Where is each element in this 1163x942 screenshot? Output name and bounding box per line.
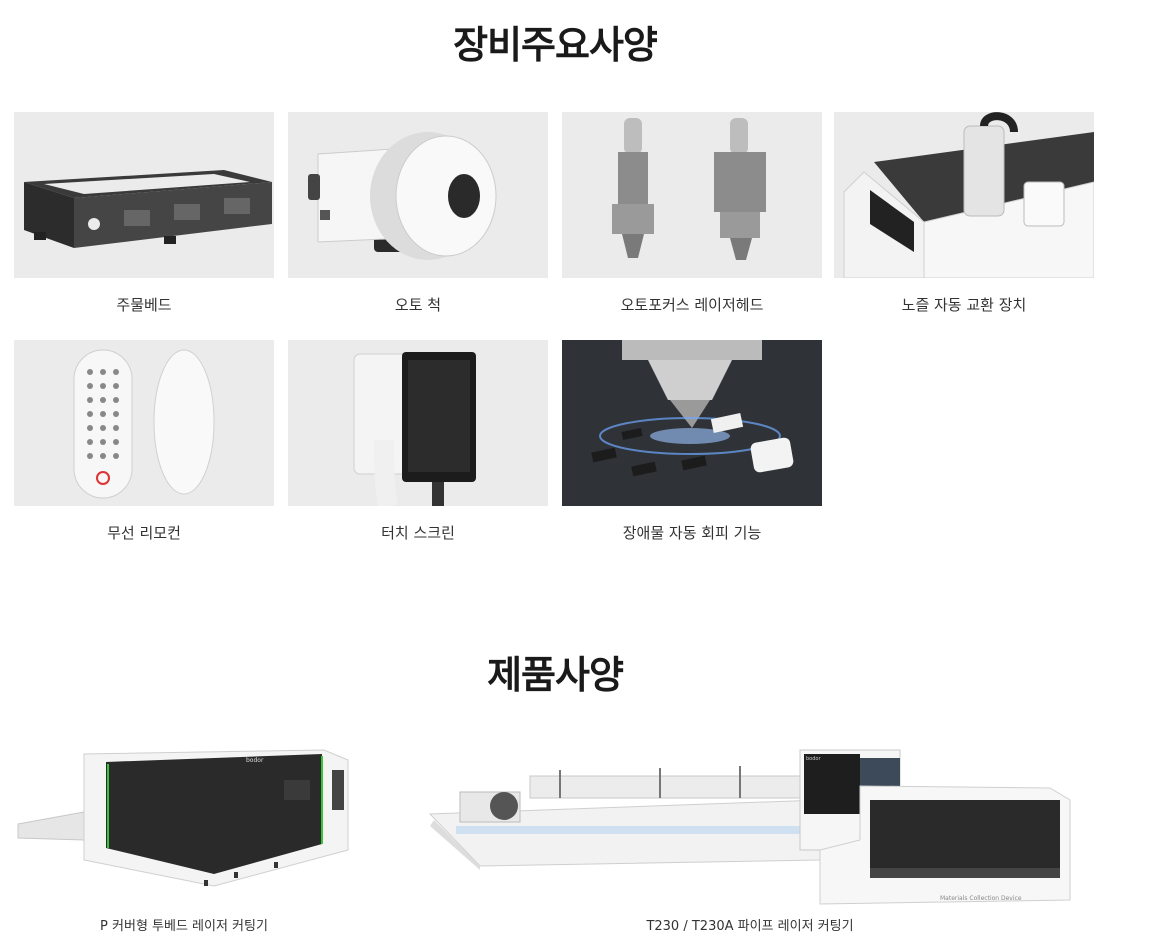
equipment-label-6: 터치 스크린 — [381, 524, 455, 542]
cast-bed-image — [14, 112, 274, 278]
brand-label-1: bodor — [246, 757, 264, 764]
materials-collection-label: Materials Collection Device — [940, 895, 1022, 902]
brand-label-2: bodor — [806, 756, 821, 762]
equipment-label-3: 오토포커스 레이저헤드 — [620, 296, 764, 314]
product-label-1: P 커버형 투베드 레이저 커팅기 — [100, 919, 268, 934]
product-section-title: 제품사양 — [487, 653, 624, 697]
product-label-2: T230 / T230A 파이프 레이저 커팅기 — [646, 919, 854, 934]
equipment-label-5: 무선 리모컨 — [107, 524, 181, 542]
wireless-remote-image — [14, 340, 274, 506]
equipment-label-7: 장애물 자동 회피 기능 — [622, 524, 762, 542]
t230-pipe-laser-cutter-image: bodor Materials Collection Device — [420, 740, 1080, 910]
p-cover-laser-cutter-image: bodor — [14, 740, 354, 890]
auto-chuck-image — [288, 112, 548, 278]
equipment-section-title: 장비주요사양 — [453, 23, 658, 67]
autofocus-laser-head-image — [562, 112, 822, 278]
equipment-label-4: 노즐 자동 교환 장치 — [901, 296, 1027, 314]
obstacle-avoidance-image — [562, 340, 822, 506]
equipment-label-2: 오토 척 — [394, 296, 442, 314]
nozzle-changer-image — [834, 112, 1094, 278]
equipment-label-1: 주물베드 — [116, 296, 172, 314]
touch-screen-image — [288, 340, 548, 506]
